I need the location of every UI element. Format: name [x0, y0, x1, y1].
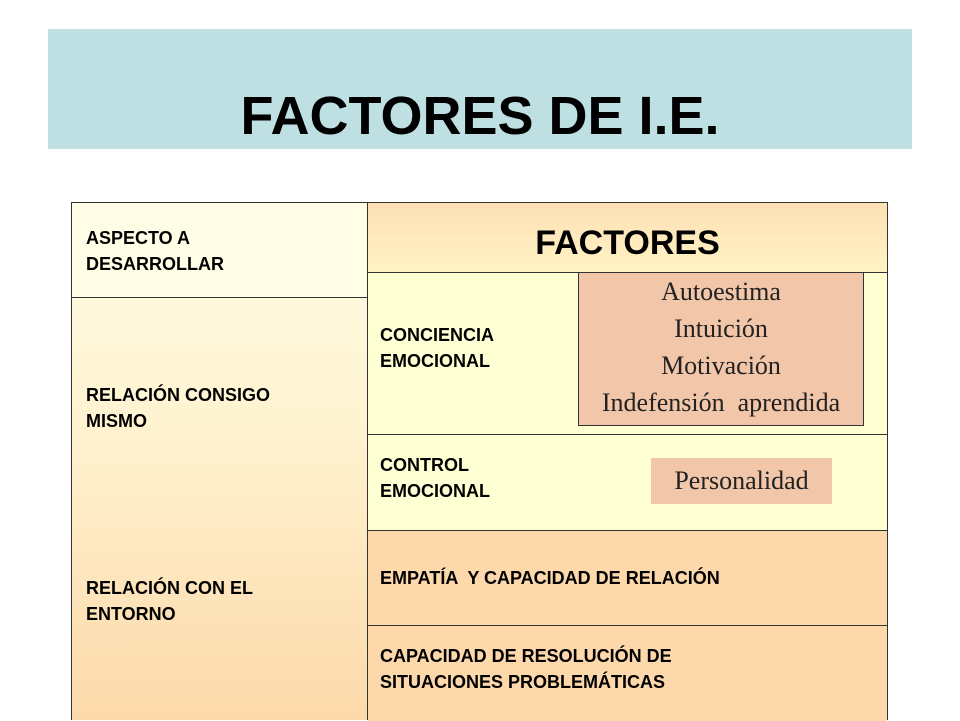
- factors-header-cell: FACTORES: [368, 203, 887, 273]
- factor-conciencia-label: CONCIENCIA EMOCIONAL: [380, 322, 494, 374]
- callout-item-motivacion: Motivación: [661, 351, 781, 380]
- aspect-env-line-1: RELACIÓN CON EL: [86, 578, 254, 598]
- factor-empatia-label: EMPATÍA Y CAPACIDAD DE RELACIÓN: [380, 568, 720, 588]
- aspect-header-cell: ASPECTO A DESARROLLAR: [72, 203, 367, 298]
- factor-capacidad-label: CAPACIDAD DE RESOLUCIÓN DE SITUACIONES P…: [380, 643, 672, 695]
- callout-item-indefension: Indefensión aprendida: [601, 388, 841, 417]
- aspect-env-line-2: ENTORNO: [86, 604, 176, 624]
- factor-conciencia-line-1: CONCIENCIA: [380, 325, 495, 345]
- aspect-self-relation: RELACIÓN CONSIGO MISMO: [86, 382, 270, 434]
- aspect-self-line-2: MISMO: [86, 411, 147, 431]
- title-banner: FACTORES DE I.E.: [48, 29, 912, 149]
- callout-item-intuicion: Intuición: [674, 314, 768, 343]
- factor-control-label: CONTROL EMOCIONAL: [380, 452, 490, 504]
- aspect-environment-relation: RELACIÓN CON EL ENTORNO: [86, 575, 253, 627]
- factor-capacidad-line-1: CAPACIDAD DE RESOLUCIÓN DE: [380, 646, 672, 666]
- factor-control-line-2: EMOCIONAL: [380, 481, 490, 501]
- aspect-self-line-1: RELACIÓN CONSIGO: [86, 385, 271, 405]
- slide-title: FACTORES DE I.E.: [240, 86, 720, 146]
- factors-header: FACTORES: [535, 224, 720, 262]
- aspect-column: ASPECTO A DESARROLLAR RELACIÓN CONSIGO M…: [71, 202, 368, 720]
- aspect-header-line-1: ASPECTO A: [86, 228, 191, 248]
- factor-control-line-1: CONTROL: [380, 455, 469, 475]
- aspect-header-label: ASPECTO A DESARROLLAR: [86, 225, 224, 277]
- conciencia-callout: Autoestima Intuición Motivación Indefens…: [578, 272, 864, 426]
- factor-cell-empatia: EMPATÍA Y CAPACIDAD DE RELACIÓN: [368, 531, 887, 626]
- aspect-header-line-2: DESARROLLAR: [86, 254, 224, 274]
- control-callout: Personalidad: [651, 458, 832, 504]
- factor-conciencia-line-2: EMOCIONAL: [380, 351, 490, 371]
- factor-capacidad-line-2: SITUACIONES PROBLEMÁTICAS: [380, 672, 666, 692]
- factor-cell-capacidad: CAPACIDAD DE RESOLUCIÓN DE SITUACIONES P…: [368, 626, 887, 721]
- callout-item-autoestima: Autoestima: [661, 277, 781, 306]
